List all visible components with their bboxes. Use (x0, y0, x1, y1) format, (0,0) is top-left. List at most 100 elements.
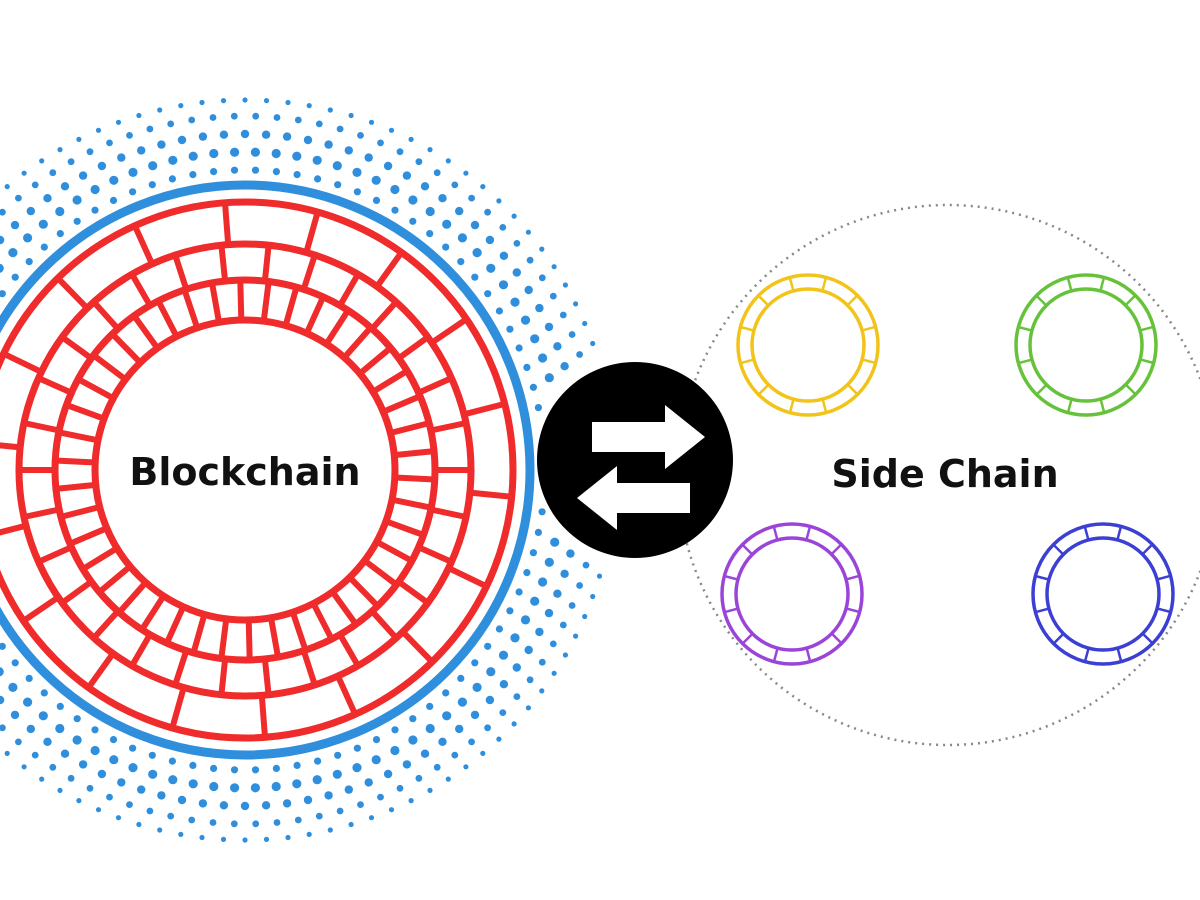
side-chain-block-divider (1141, 632, 1154, 645)
main-chain-block-divider (63, 402, 108, 422)
halo-dot (148, 769, 158, 779)
halo-dot (43, 737, 52, 746)
side-chain-block-divider (741, 543, 754, 556)
halo-dot (560, 569, 569, 578)
halo-dot (455, 206, 464, 216)
halo-dot (534, 404, 543, 412)
yellow-chain-ring (736, 273, 880, 417)
halo-dot (327, 107, 333, 113)
dotted-halo (0, 97, 603, 843)
halo-dot (324, 791, 333, 800)
halo-dot (117, 778, 126, 787)
main-chain-block-divider (218, 615, 230, 662)
halo-dot (535, 303, 544, 313)
side-chain-block-divider (1156, 607, 1171, 614)
main-chain-block-divider (155, 297, 180, 340)
halo-dot (470, 220, 480, 230)
halo-dot (513, 693, 521, 700)
halo-dot (167, 812, 175, 820)
halo-dot (251, 166, 260, 174)
halo-dot (480, 750, 486, 757)
halo-dot (314, 757, 322, 765)
halo-dot (0, 724, 6, 732)
main-chain-block-divider (337, 631, 361, 669)
main-chain-outline-ring (0, 180, 535, 760)
halo-dot (520, 315, 531, 325)
halo-dot (57, 787, 63, 794)
halo-dot (306, 831, 312, 838)
blockchain-label: Blockchain (129, 450, 360, 494)
halo-dot (178, 831, 184, 838)
side-chain-block-divider (1141, 543, 1154, 556)
halo-dot (368, 815, 375, 821)
halo-dot (433, 169, 441, 177)
halo-dot (39, 776, 45, 782)
side-chain-ring-outer (736, 273, 880, 417)
side-chain-block-divider (1035, 607, 1050, 614)
main-chain-block-divider (303, 293, 327, 337)
main-chain-block-divider (261, 242, 272, 284)
main-chain-block-divider (415, 544, 455, 565)
halo-dot (512, 268, 521, 277)
main-chain-block-divider (169, 684, 187, 731)
halo-dot (86, 148, 94, 156)
main-chain-block-divider (428, 316, 470, 346)
halo-dot (0, 208, 6, 216)
halo-dot (371, 175, 381, 185)
halo-dot (198, 132, 208, 141)
side-chain-block-divider (724, 574, 739, 581)
side-chain-block-divider (1066, 277, 1073, 292)
halo-dot (332, 769, 342, 779)
main-chain-block-divider (109, 331, 144, 366)
main-chain-block-divider (346, 574, 381, 609)
halo-dot (72, 195, 82, 205)
side-chain-block-divider (757, 294, 770, 307)
side-chain-ring-inner (1045, 536, 1161, 652)
connector-circle (537, 362, 733, 558)
halo-dot (334, 751, 342, 759)
halo-dot (73, 715, 81, 723)
halo-dot (409, 217, 417, 225)
main-chain-block-divider (268, 614, 281, 661)
halo-dot (457, 697, 467, 707)
halo-dot (364, 153, 373, 162)
halo-dot (549, 292, 557, 300)
halo-dot (573, 301, 579, 307)
halo-dot (396, 784, 404, 792)
halo-dot (282, 132, 292, 141)
halo-dot (251, 766, 260, 774)
halo-dot (0, 290, 6, 298)
halo-dot (189, 171, 197, 179)
halo-dot (562, 282, 569, 288)
halo-dot (344, 146, 353, 155)
side-chain-block-divider (1018, 358, 1033, 365)
halo-dot (332, 161, 342, 171)
halo-dot (177, 795, 187, 805)
halo-dot (511, 721, 517, 727)
halo-dot (484, 290, 492, 298)
halo-dot (8, 682, 18, 693)
halo-dot (506, 325, 514, 333)
side-chain-block-divider (830, 632, 843, 645)
halo-dot (57, 147, 63, 153)
halo-dot (357, 801, 364, 808)
halo-dot (433, 763, 441, 771)
halo-dot (451, 181, 459, 189)
halo-dot (252, 112, 260, 120)
halo-dot (126, 132, 133, 139)
halo-dot (582, 613, 588, 620)
main-chain-block-divider (131, 312, 161, 352)
halo-dot (210, 168, 218, 176)
halo-dot (568, 331, 576, 338)
main-chain-block-divider (427, 420, 470, 434)
halo-dot (209, 148, 219, 159)
main-chain-block-divider (59, 578, 95, 606)
main-chain-block-divider (329, 588, 359, 628)
halo-dot (402, 171, 412, 180)
halo-dot (538, 577, 548, 587)
main-chain-block-divider (382, 518, 427, 538)
halo-dot (445, 158, 451, 164)
halo-dot (31, 181, 39, 189)
halo-dot (566, 549, 575, 558)
